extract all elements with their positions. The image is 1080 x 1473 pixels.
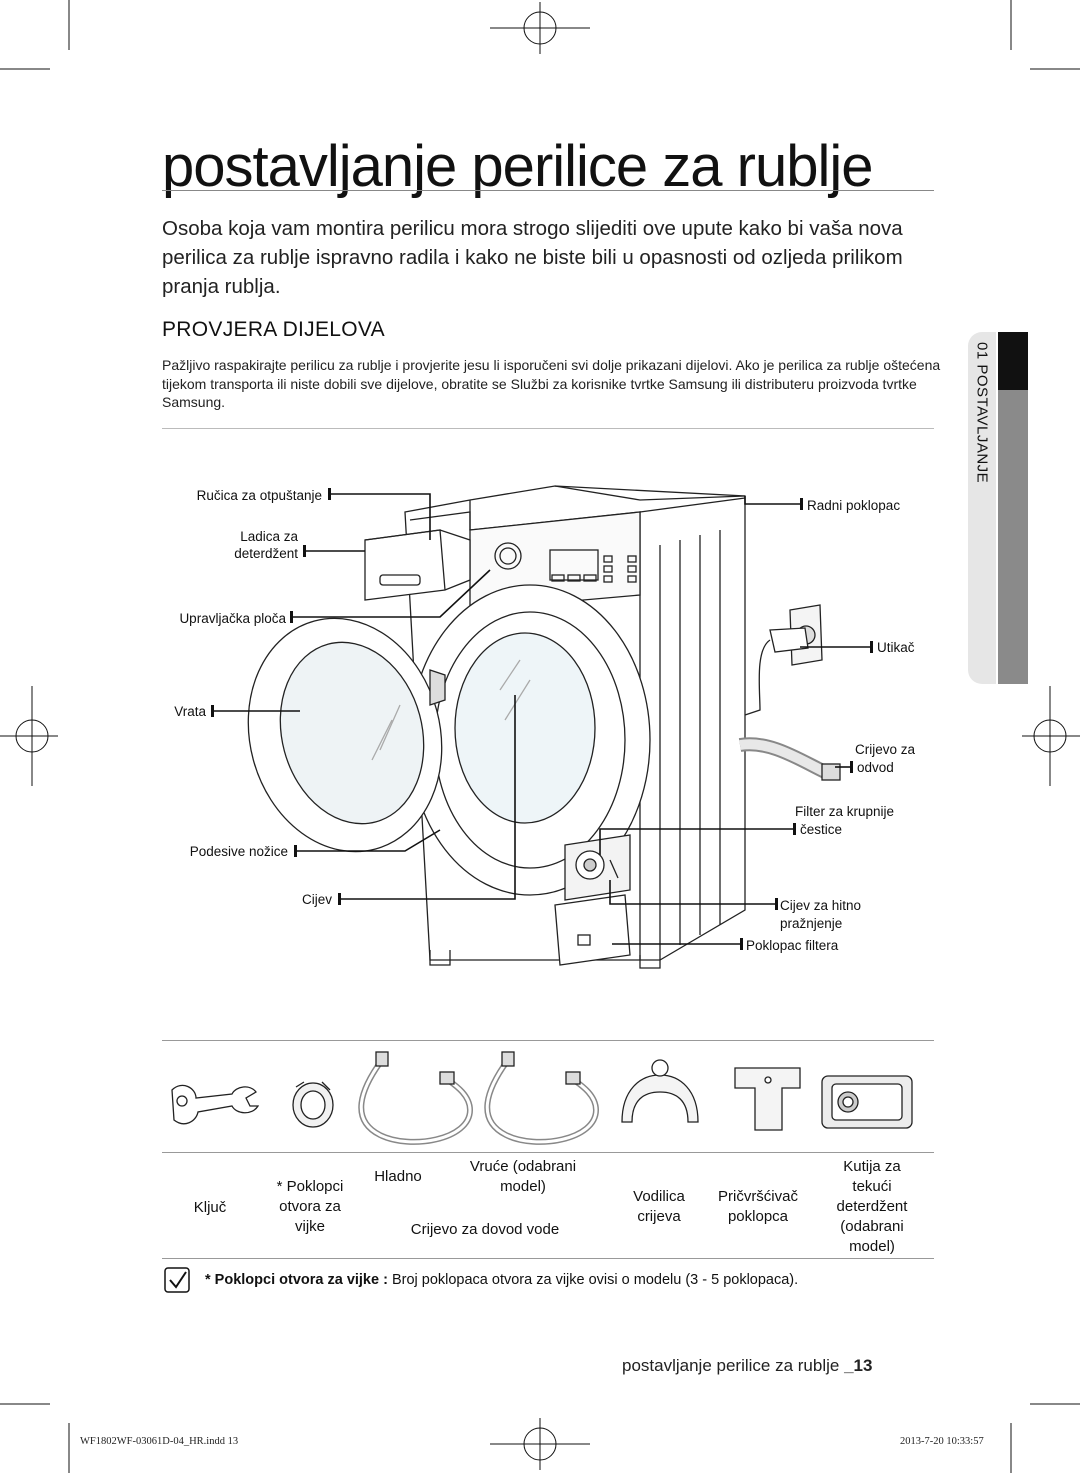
title-divider	[162, 190, 934, 191]
label-control-panel: Upravljačka ploča	[179, 611, 286, 626]
chapter-tab-bar	[998, 390, 1028, 684]
chapter-tab	[968, 332, 996, 684]
label-emergency-drain-1: Cijev za hitno	[780, 898, 862, 913]
part-hole-cover-label-2: otvora za	[279, 1198, 341, 1215]
parts-top-divider	[162, 1040, 934, 1041]
section-heading: PROVJERA DIJELOVA	[162, 318, 385, 341]
note-text: * Poklopci otvora za vijke : Broj poklop…	[205, 1272, 798, 1288]
cover-fastener-icon	[734, 1067, 801, 1131]
label-worktop: Radni poklopac	[807, 498, 901, 513]
label-drain-hose-2: odvod	[857, 760, 894, 775]
part-detergent-box-label-1: Kutija za	[843, 1158, 901, 1175]
slug-date: 2013-7-20 10:33:57	[900, 1436, 984, 1447]
part-hole-cover-label-1: * Poklopci	[276, 1178, 344, 1195]
label-debris-filter-2: čestice	[800, 822, 843, 837]
slug-file: WF1802WF-03061D-04_HR.indd 13	[80, 1436, 239, 1447]
label-plug: Utikač	[877, 640, 915, 655]
label-door: Vrata	[174, 704, 206, 719]
label-pipe: Cijev	[301, 892, 332, 907]
cold-hose-icon	[358, 1051, 474, 1145]
part-cover-fastener-label-2: poklopca	[727, 1208, 789, 1225]
part-hose-guide-label-2: crijeva	[637, 1208, 681, 1225]
spanner-icon	[171, 1084, 260, 1125]
label-filter-cover: Poklopac filtera	[746, 938, 839, 953]
chapter-tab-marker	[998, 332, 1028, 390]
part-spanner-label: Ključ	[193, 1199, 227, 1216]
label-emergency-drain-2: pražnjenje	[780, 916, 843, 931]
label-drain-hose-1: Crijevo za	[855, 742, 916, 757]
label-adjustable-feet: Podesive nožice	[189, 844, 288, 859]
part-hose-guide-label-1: Vodilica	[633, 1188, 685, 1205]
part-detergent-box-label-5: model)	[849, 1238, 895, 1255]
note-body: Broj poklopaca otvora za vijke ovisi o m…	[387, 1272, 799, 1288]
liquid-detergent-box-icon	[821, 1075, 913, 1129]
page-footer: postavljanje perilice za rublje _13	[622, 1356, 872, 1376]
part-detergent-box-label-3: deterdžent	[836, 1198, 908, 1215]
parts-middle-divider	[162, 1152, 934, 1153]
hose-guide-icon	[621, 1059, 699, 1123]
part-hot-hose-label-2: model)	[500, 1178, 546, 1195]
section-divider	[162, 428, 934, 429]
hot-hose-icon	[484, 1051, 600, 1145]
part-water-supply-hose-label: Crijevo za dovod vode	[410, 1221, 560, 1238]
footer-title: postavljanje perilice za rublje	[622, 1356, 840, 1375]
label-release-lever: Ručica za otpuštanje	[196, 488, 322, 503]
part-hole-cover-label-3: vijke	[294, 1218, 325, 1235]
part-cold-hose-label: Hladno	[374, 1168, 422, 1185]
page-number: _13	[844, 1356, 873, 1375]
section-paragraph: Pažljivo raspakirajte perilicu za rublje…	[162, 357, 941, 410]
intro-paragraph: Osoba koja vam montira perilicu mora str…	[162, 217, 903, 298]
page-title: postavljanje perilice za rublje	[162, 134, 874, 199]
part-hot-hose-label-1: Vruće (odabrani	[469, 1158, 577, 1175]
part-detergent-box-label-4: (odabrani	[840, 1218, 904, 1235]
note-bold: * Poklopci otvora za vijke :	[205, 1272, 388, 1288]
part-cover-fastener-label-1: Pričvršćivač	[717, 1188, 798, 1205]
label-debris-filter-1: Filter za krupnije	[795, 804, 895, 819]
hole-cover-icon	[292, 1081, 334, 1128]
label-drawer-2: deterdžent	[234, 546, 298, 561]
part-detergent-box-label-2: tekući	[852, 1178, 892, 1195]
label-drawer-1: Ladica za	[240, 529, 298, 544]
parts-bottom-divider	[162, 1258, 934, 1259]
